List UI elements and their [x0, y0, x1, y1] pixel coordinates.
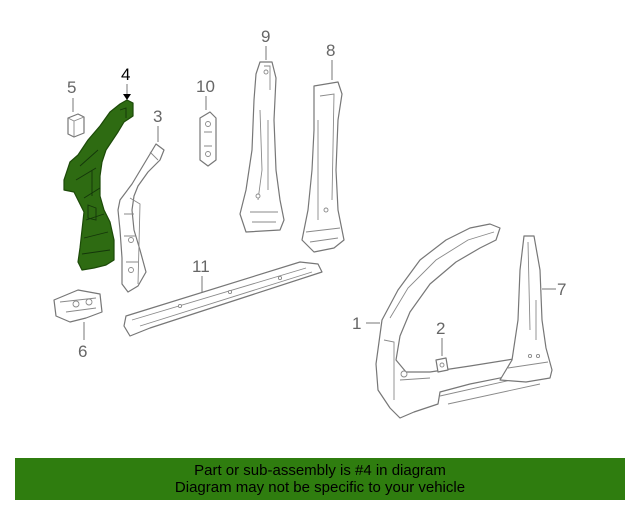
callout-11[interactable]: 11 — [192, 257, 210, 276]
part-1[interactable] — [375, 223, 541, 419]
part-6[interactable] — [53, 289, 103, 323]
callout-4[interactable]: 4 — [121, 65, 130, 84]
part-8[interactable] — [301, 81, 345, 253]
callout-9[interactable]: 9 — [261, 27, 270, 46]
callout-10[interactable]: 10 — [196, 77, 215, 96]
callout-7[interactable]: 7 — [557, 280, 566, 299]
part-10[interactable] — [199, 111, 217, 167]
callout-8[interactable]: 8 — [326, 41, 335, 60]
part-11[interactable] — [123, 261, 323, 337]
banner-line-disclaimer: Diagram may not be specific to your vehi… — [174, 479, 466, 496]
part-9[interactable] — [239, 61, 285, 233]
info-banner: Part or sub-assembly is #4 in diagram Di… — [15, 458, 625, 500]
banner-line-part: Part or sub-assembly is #4 in diagram — [194, 462, 446, 479]
callout-6[interactable]: 6 — [78, 342, 87, 361]
part-5[interactable] — [67, 113, 85, 138]
part-2[interactable] — [435, 357, 449, 373]
part-4-highlighted[interactable] — [63, 99, 134, 271]
callout-5[interactable]: 5 — [67, 78, 76, 97]
callout-1[interactable]: 1 — [352, 314, 361, 333]
callout-3[interactable]: 3 — [153, 107, 162, 126]
leader-4-arrow — [123, 94, 131, 100]
part-7[interactable] — [499, 235, 553, 383]
part-3[interactable] — [117, 143, 165, 293]
callout-2[interactable]: 2 — [436, 319, 445, 338]
